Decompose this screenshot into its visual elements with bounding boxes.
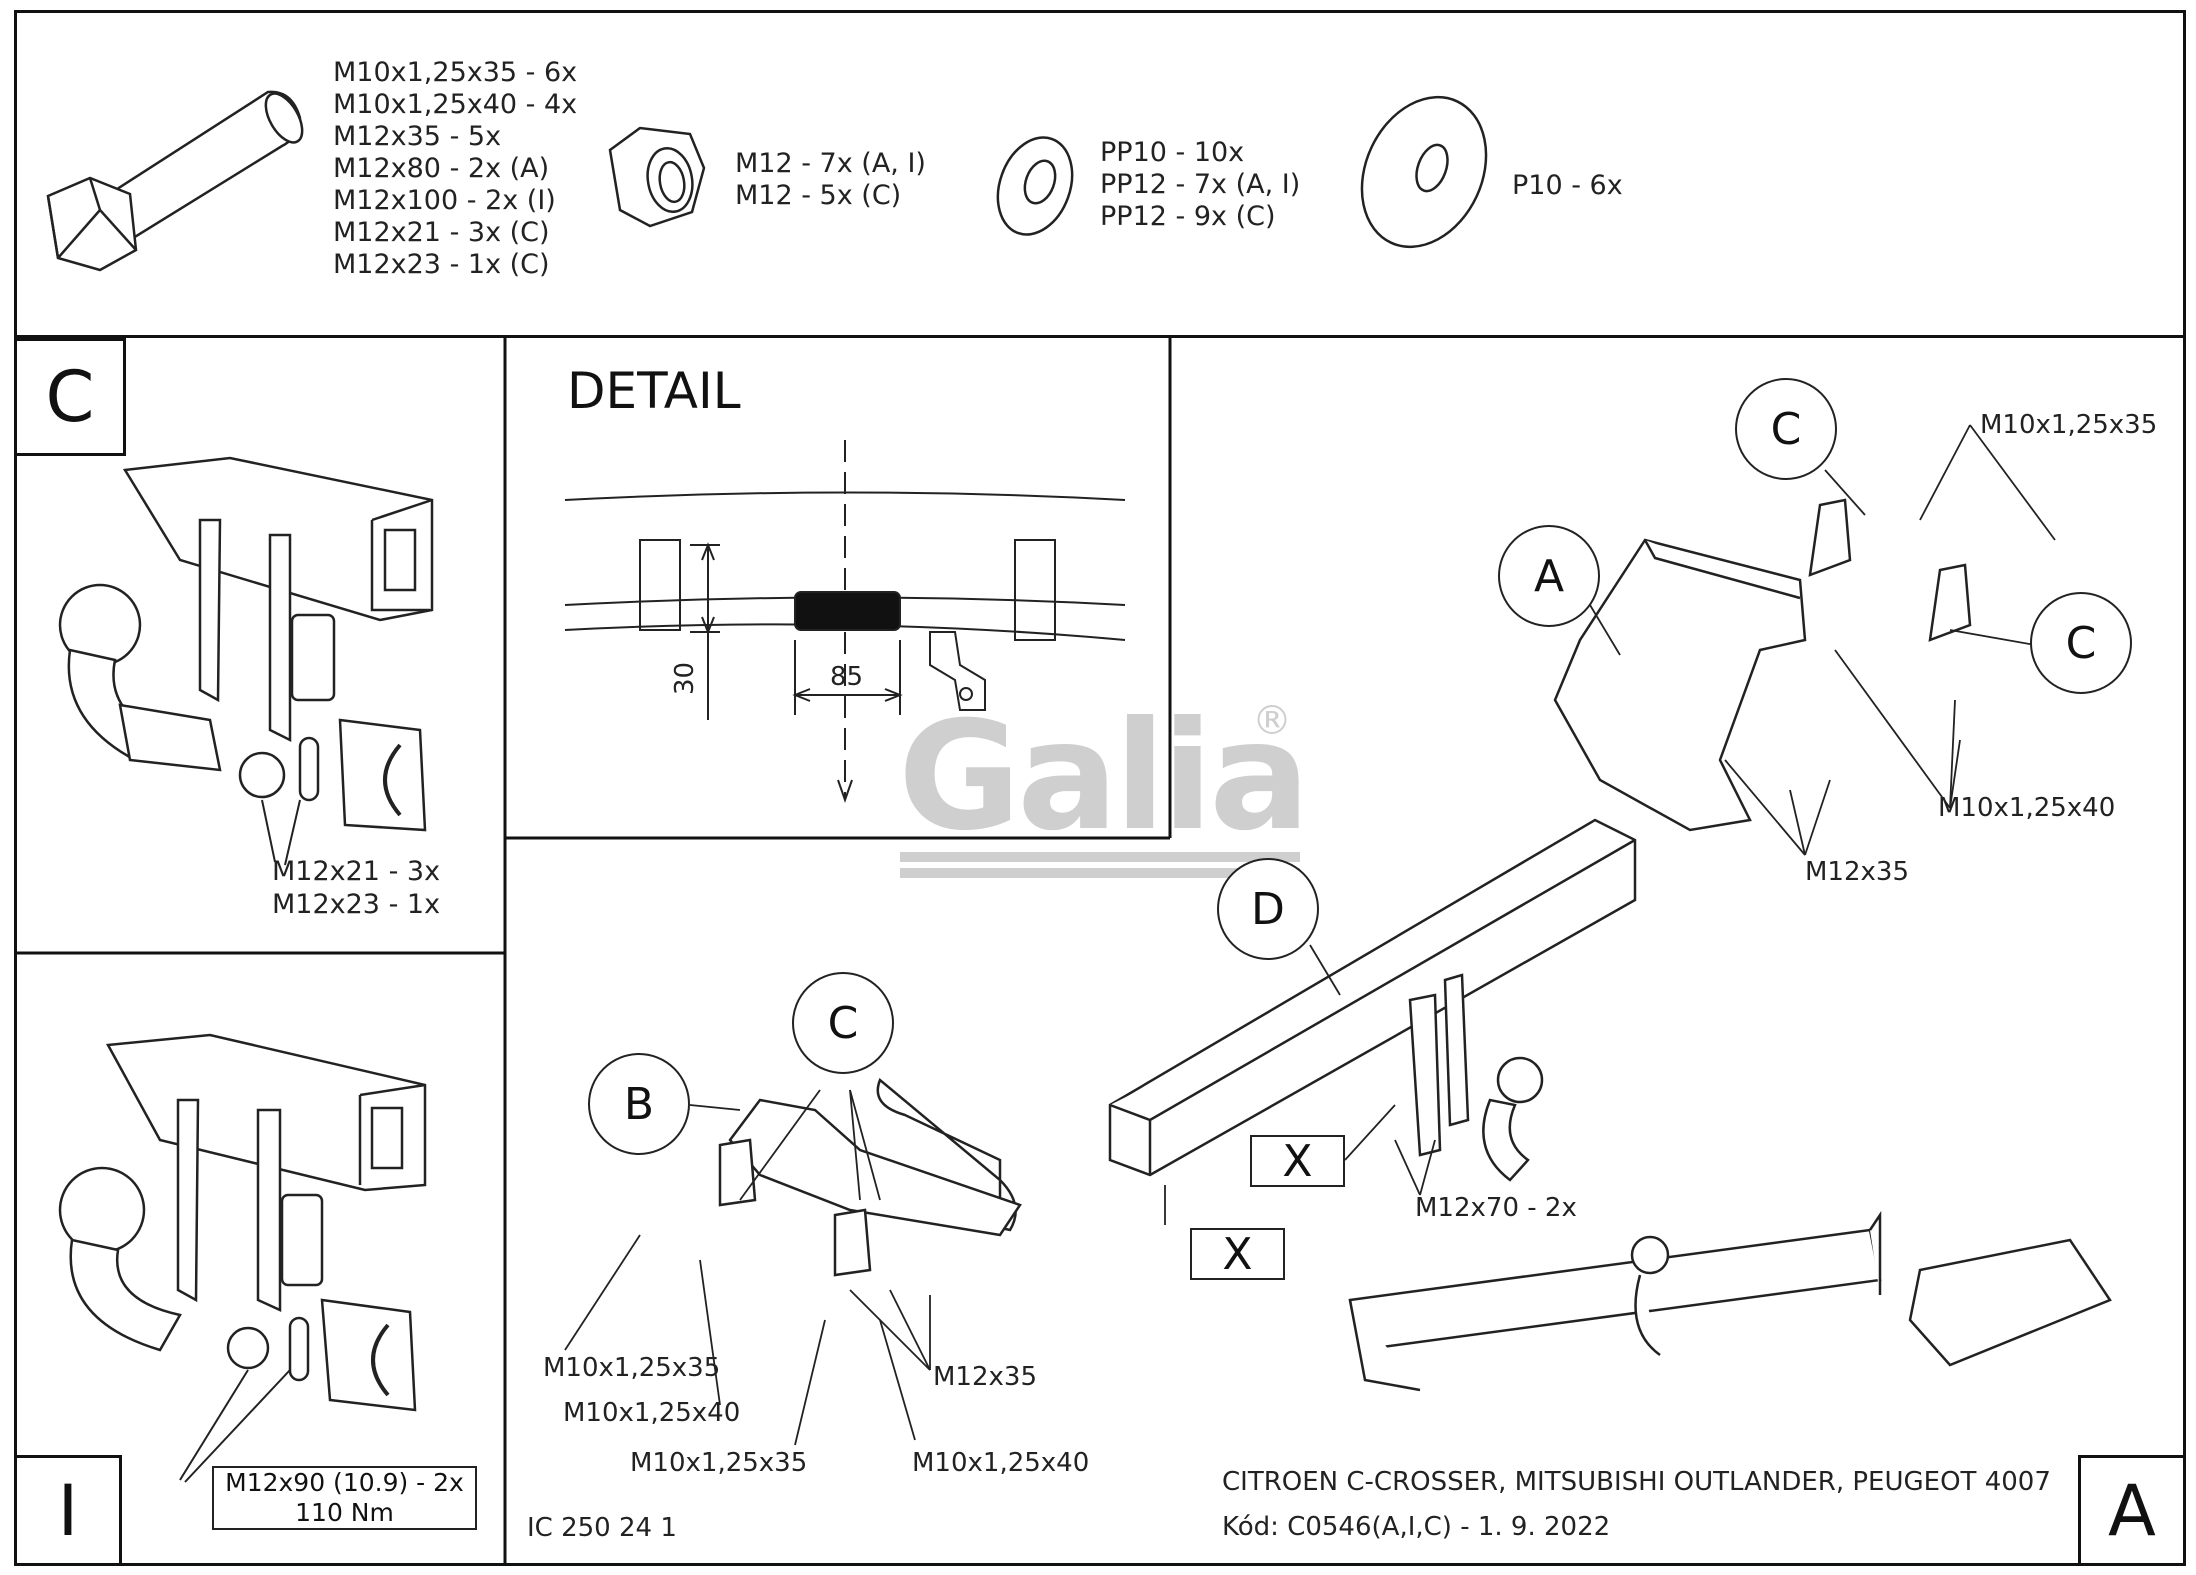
label-m10-40-right: M10x1,25x40 xyxy=(1938,793,2116,823)
watermark-bars xyxy=(900,852,1300,878)
detail-title: DETAIL xyxy=(567,362,741,420)
torque-value: 110 Nm xyxy=(295,1498,394,1527)
callout-a: A xyxy=(1498,525,1600,627)
callout-b: B xyxy=(588,1053,690,1155)
detail-illustration xyxy=(564,440,1126,804)
panel-a-letter-box: A xyxy=(2078,1455,2186,1566)
label-m12-35-right: M12x35 xyxy=(1805,857,1909,887)
callout-c-right: C xyxy=(2030,592,2132,694)
panel-a-letter: A xyxy=(2108,1469,2156,1552)
callout-c-top-label: C xyxy=(1770,403,1802,455)
washer-item: PP12 - 9x (C) xyxy=(1100,201,1276,232)
panel-c-label: M12x23 - 1x xyxy=(272,889,441,920)
callout-x-upper-label: X xyxy=(1282,1135,1313,1187)
callout-d: D xyxy=(1217,858,1319,960)
document-code: IC 250 24 1 xyxy=(527,1513,677,1543)
label-m12-70: M12x70 - 2x xyxy=(1415,1193,1577,1223)
callout-x-lower-label: X xyxy=(1222,1228,1253,1280)
callout-c-top: C xyxy=(1735,378,1837,480)
callout-d-label: D xyxy=(1251,883,1285,935)
code-line: Kód: C0546(A,I,C) - 1. 9. 2022 xyxy=(1222,1512,1611,1542)
callout-c-left: C xyxy=(792,972,894,1074)
callout-x-lower: X xyxy=(1190,1228,1285,1280)
large-washer-item: P10 - 6x xyxy=(1512,170,1623,201)
parts-frame-divider xyxy=(14,10,2186,338)
bolt-item: M12x80 - 2x (A) xyxy=(333,153,550,184)
detail-dim-width: 85 xyxy=(830,662,864,692)
washer-item: PP12 - 7x (A, I) xyxy=(1100,169,1301,200)
bolt-item: M12x100 - 2x (I) xyxy=(333,185,556,216)
panel-c-illustration xyxy=(58,456,434,866)
callout-x-upper: X xyxy=(1250,1135,1345,1187)
washer-item: PP10 - 10x xyxy=(1100,137,1245,168)
bolt-list: M10x1,25x35 - 6x M10x1,25x40 - 4x M12x35… xyxy=(333,57,577,281)
panel-c-letter: C xyxy=(45,356,95,438)
torque-box: M12x90 (10.9) - 2x 110 Nm xyxy=(212,1466,477,1530)
label-m10-40-left: M10x1,25x40 xyxy=(563,1398,741,1428)
nut-item: M12 - 7x (A, I) xyxy=(735,148,926,179)
bolt-item: M12x21 - 3x (C) xyxy=(333,217,550,248)
main-assembly-illustration xyxy=(718,498,2112,1392)
nut-item: M12 - 5x (C) xyxy=(735,180,902,211)
panel-i-letter: I xyxy=(57,1469,79,1552)
callout-c-right-label: C xyxy=(2065,617,2097,669)
bolt-item: M10x1,25x40 - 4x xyxy=(333,89,578,120)
large-washer-list: P10 - 6x xyxy=(1512,170,1623,202)
label-m10-35-top: M10x1,25x35 xyxy=(1980,410,2158,440)
label-m10-35-bottom: M10x1,25x35 xyxy=(630,1448,808,1478)
watermark-logo: Galia xyxy=(898,690,1310,864)
watermark-registered-mark: ® xyxy=(1252,698,1292,744)
panel-i-illustration xyxy=(58,1033,427,1483)
torque-bolt: M12x90 (10.9) - 2x xyxy=(225,1468,464,1497)
callout-a-label: A xyxy=(1533,550,1565,602)
bolt-item: M12x23 - 1x (C) xyxy=(333,249,550,280)
callout-c-left-label: C xyxy=(827,997,859,1049)
callout-b-label: B xyxy=(623,1078,655,1130)
panel-c-letter-box: C xyxy=(14,338,126,456)
bolt-item: M10x1,25x35 - 6x xyxy=(333,57,578,88)
leader-lines xyxy=(564,424,2056,1446)
nut-list: M12 - 7x (A, I) M12 - 5x (C) xyxy=(735,148,926,212)
panel-i-letter-box: I xyxy=(14,1455,122,1566)
panel-c-labels: M12x21 - 3x M12x23 - 1x xyxy=(272,855,440,921)
vehicle-list: CITROEN C-CROSSER, MITSUBISHI OUTLANDER,… xyxy=(1222,1467,2051,1497)
washer-list: PP10 - 10x PP12 - 7x (A, I) PP12 - 9x (C… xyxy=(1100,137,1300,233)
label-m12-35-bottom: M12x35 xyxy=(933,1362,1037,1392)
panel-c-label: M12x21 - 3x xyxy=(272,856,441,887)
parts-illustrations xyxy=(46,90,1488,272)
label-m10-35-left: M10x1,25x35 xyxy=(543,1353,721,1383)
detail-dim-height: 30 xyxy=(670,661,700,695)
bolt-item: M12x35 - 5x xyxy=(333,121,502,152)
label-m10-40-bottom: M10x1,25x40 xyxy=(912,1448,1090,1478)
